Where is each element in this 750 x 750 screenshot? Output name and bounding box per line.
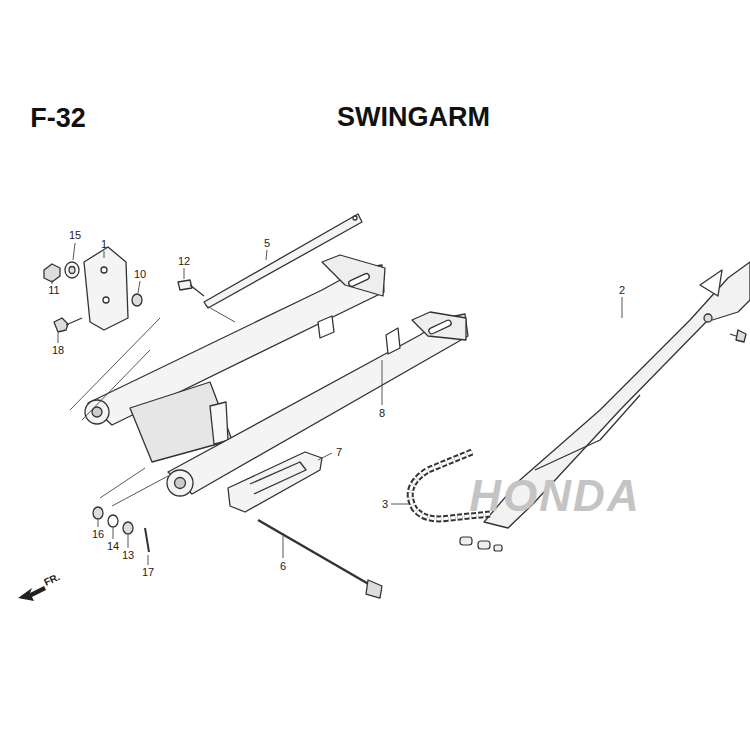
callout-number: 1: [101, 239, 107, 250]
callout-number: 13: [122, 550, 134, 561]
watermark: HONDA: [469, 474, 640, 518]
callout-number: 15: [69, 230, 81, 241]
callout-number: 14: [107, 541, 119, 552]
callout-number: 11: [48, 285, 59, 296]
callout-number: 7: [336, 447, 342, 458]
diagram-code: F-32: [30, 105, 86, 132]
callout-number: 16: [92, 529, 104, 540]
callout-number: 2: [619, 285, 625, 296]
callout-number: 3: [382, 499, 388, 510]
callout-number: 5: [264, 238, 270, 249]
callout-number: 6: [280, 561, 286, 572]
callout-number: 18: [52, 345, 64, 356]
front-marker: FR.: [43, 572, 62, 588]
callout-number: 8: [379, 408, 385, 419]
callout-number: 17: [142, 567, 154, 578]
page-title: SWINGARM: [337, 104, 490, 131]
callout-number: 12: [178, 256, 190, 267]
callout-number: 10: [134, 269, 146, 280]
